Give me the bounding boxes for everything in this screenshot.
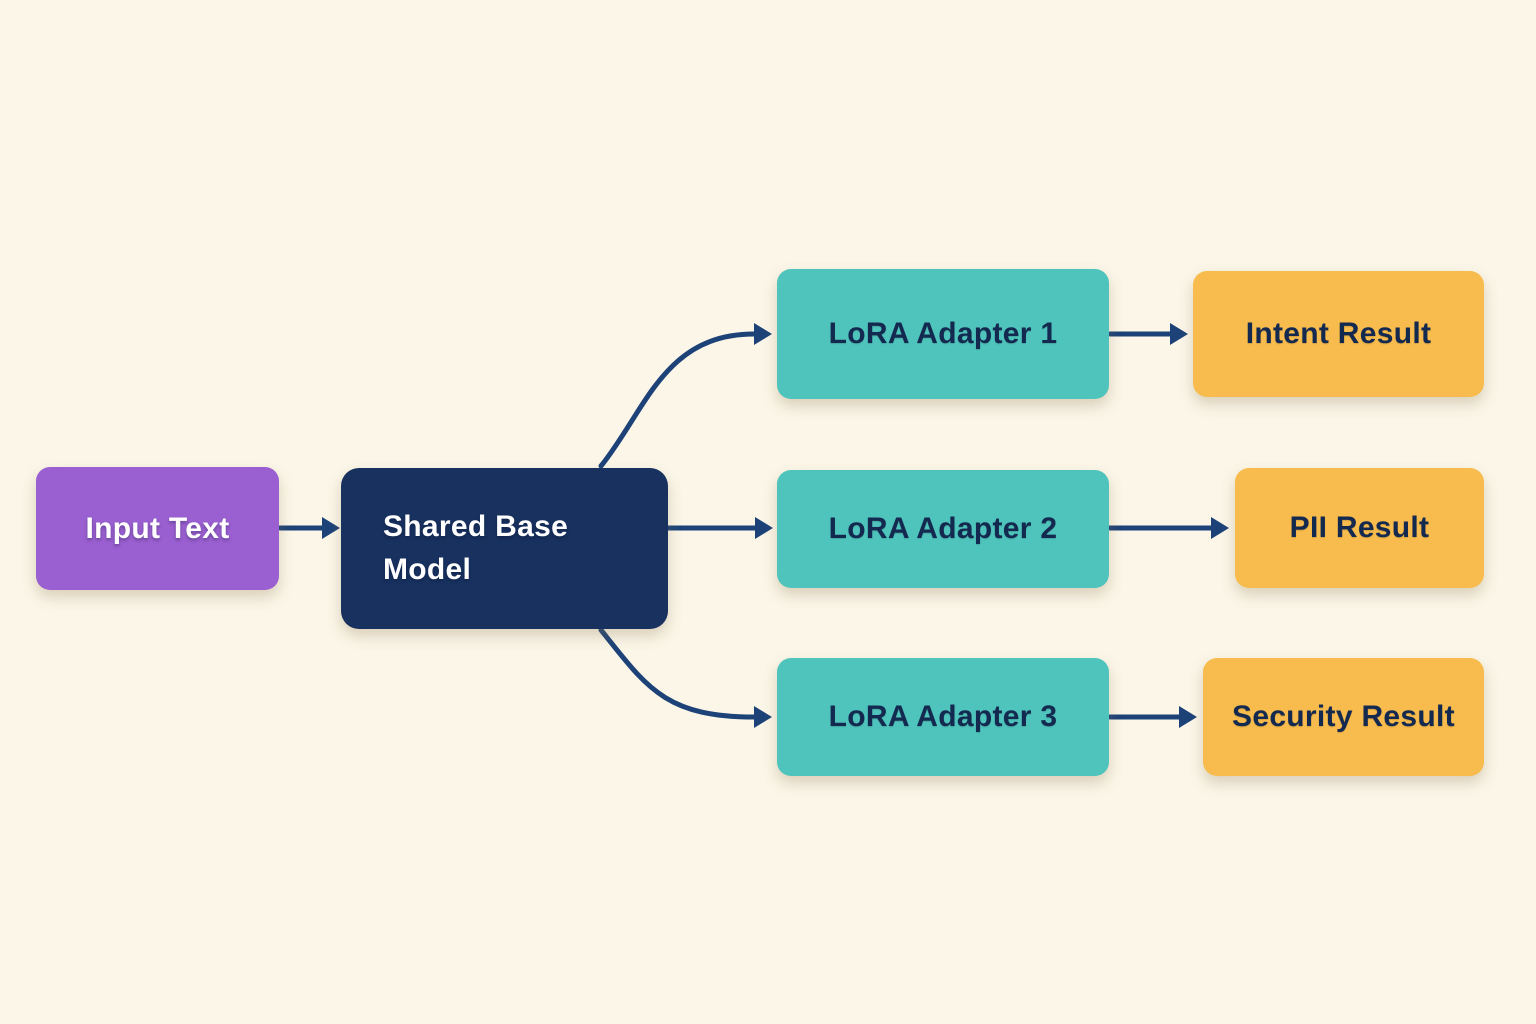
connector-base-to-lora1 — [598, 323, 772, 469]
node-pii-result-label: PII Result — [1289, 511, 1430, 544]
node-shared-base-model: Shared Base Model — [341, 468, 668, 629]
node-lora-adapter-1: LoRA Adapter 1 — [777, 269, 1109, 399]
node-intent-result-label: Intent Result — [1245, 317, 1432, 350]
node-lora-adapter-2-label: LoRA Adapter 2 — [828, 512, 1058, 545]
connector-base-to-lora3 — [598, 627, 772, 728]
node-security-result-label: Security Result — [1232, 700, 1455, 733]
node-lora-adapter-3-label: LoRA Adapter 3 — [828, 700, 1058, 733]
node-intent-result: Intent Result — [1193, 271, 1484, 397]
node-pii-result: PII Result — [1235, 468, 1484, 588]
node-lora-adapter-3: LoRA Adapter 3 — [777, 658, 1109, 776]
node-input-text-label: Input Text — [85, 511, 230, 545]
node-security-result: Security Result — [1203, 658, 1484, 776]
node-lora-adapter-2: LoRA Adapter 2 — [777, 470, 1109, 588]
node-input-text: Input Text — [36, 467, 279, 590]
node-shared-base-model-label: Shared Base Model — [383, 509, 569, 586]
node-lora-adapter-1-label: LoRA Adapter 1 — [828, 317, 1058, 350]
